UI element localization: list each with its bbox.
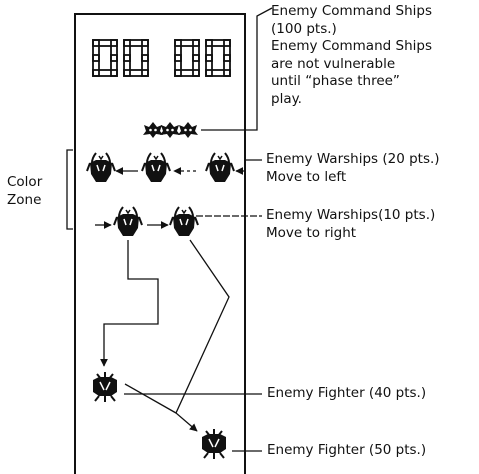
score-segment — [124, 70, 148, 76]
fighter-40-label: Enemy Fighter (40 pts.) — [267, 385, 426, 403]
warship-icon — [87, 153, 115, 182]
score-segment — [111, 40, 117, 61]
score-segment — [206, 40, 212, 61]
warship-icon — [114, 207, 142, 236]
fighter-attack-path — [125, 384, 176, 413]
score-segment — [175, 40, 199, 46]
color-zone-label: Color Zone — [7, 174, 42, 209]
score-segment — [206, 70, 230, 76]
warship-icon — [170, 207, 198, 236]
score-segment — [175, 40, 181, 61]
score-digit — [206, 40, 230, 76]
fighter-attack-path — [176, 240, 229, 431]
score-segment — [93, 55, 99, 76]
command-ships-label: Enemy Command Ships (100 pts.) Enemy Com… — [271, 3, 432, 108]
score-segment — [175, 70, 199, 76]
warships-10-label: Enemy Warships(10 pts.) Move to right — [266, 207, 435, 242]
warship-icon — [206, 153, 234, 182]
color-zone-bracket — [67, 150, 73, 229]
score-digit — [93, 40, 117, 76]
fighter-icon — [93, 372, 117, 402]
fighter-50-label: Enemy Fighter (50 pts.) — [267, 442, 426, 460]
fighter-icon — [202, 429, 226, 459]
command-ship-icon — [143, 122, 163, 138]
playfield-frame — [75, 14, 245, 474]
score-segment — [93, 70, 117, 76]
score-digit — [124, 40, 148, 76]
score-segment — [124, 40, 130, 61]
score-segment — [111, 55, 117, 76]
command-ship-icon — [160, 122, 180, 138]
score-segment — [124, 40, 148, 46]
command-ship-icon — [178, 122, 198, 138]
warships-20-label: Enemy Warships (20 pts.) Move to left — [266, 151, 440, 186]
score-digit — [175, 40, 199, 76]
score-segment — [93, 40, 117, 46]
score-segment — [93, 40, 99, 61]
fighter-attack-path — [104, 240, 158, 366]
score-display — [93, 40, 230, 76]
score-segment — [206, 40, 230, 46]
warship-icon — [142, 153, 170, 182]
